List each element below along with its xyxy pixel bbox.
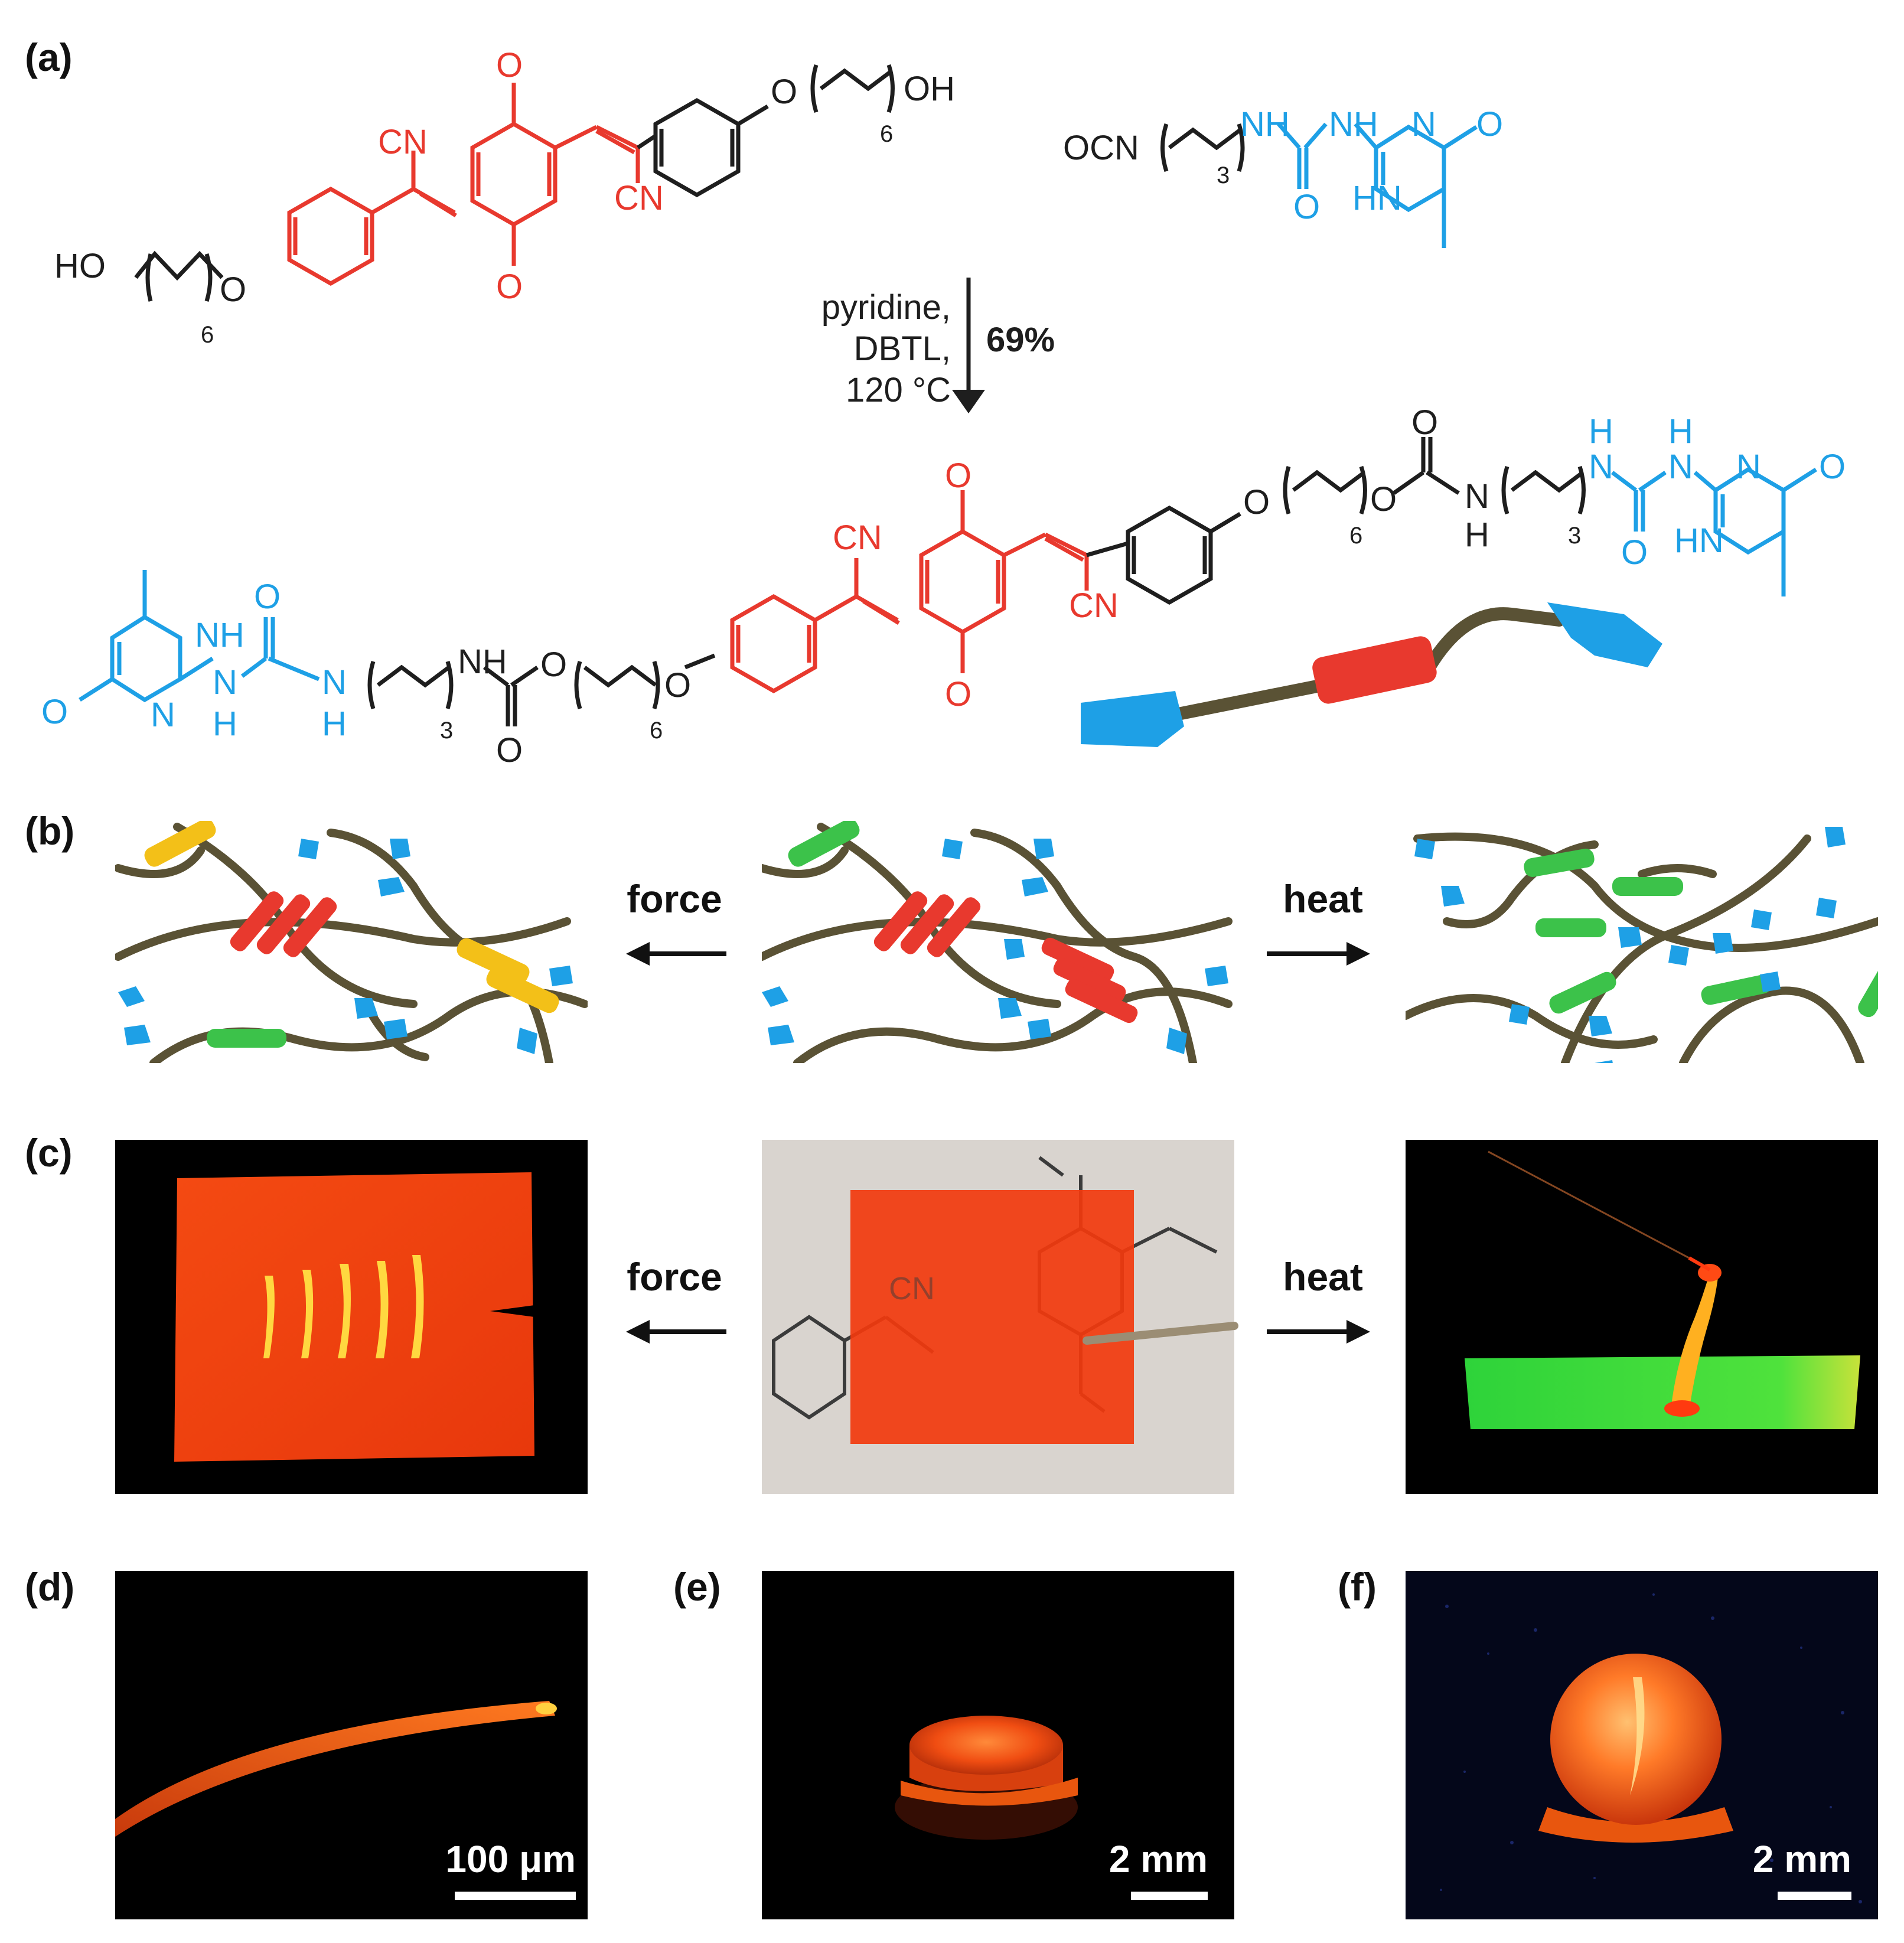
panel-label-b: (b) [25, 809, 74, 853]
reactant-labels: HO O 6 CN O O CN O OH 6 [54, 46, 955, 348]
p-label-sub6-left: 6 [650, 718, 663, 744]
label-o-right: O [771, 73, 797, 111]
scalebar-label-f: 2 mm [1753, 1838, 1851, 1880]
label-ocn: OCN [1063, 129, 1139, 167]
p-label-sub3-left: 3 [440, 718, 453, 744]
panel-label-a: (a) [25, 35, 73, 79]
photo-c-right [1406, 1140, 1878, 1494]
reagent-upy: OCN 3 NH NH O N HN O [1063, 105, 1503, 248]
cartoon-red-core [1312, 636, 1437, 704]
network-left [115, 821, 588, 1063]
label-o-urea: O [1293, 188, 1320, 226]
label-cn-right: CN [614, 179, 664, 217]
reaction-condition-1: pyridine, [821, 288, 951, 327]
label-heat-c: heat [1283, 1255, 1363, 1299]
needle [1083, 1322, 1238, 1345]
reaction-arrow [952, 278, 985, 413]
label-sub6-right: 6 [880, 121, 893, 147]
green-substrate [1465, 1355, 1860, 1429]
panel-label-f: (f) [1338, 1565, 1377, 1609]
network-right [1406, 827, 1878, 1063]
label-heat-b: heat [1283, 877, 1363, 921]
arrow-force-b [626, 942, 726, 966]
photo-d-fiber: 100 μm [115, 1571, 588, 1919]
scalebar-label-d: 100 μm [445, 1838, 576, 1880]
p-label-n-ring-left: N [151, 696, 175, 734]
p-label-cn-left: CN [833, 519, 882, 557]
p-label-o-urea-right: O [1621, 533, 1648, 572]
product-cartoon [1081, 602, 1662, 747]
p-label-o-urea-left: O [254, 578, 281, 616]
p-label-o-ring-left: O [41, 693, 68, 731]
photo-f-dome: 2 mm [1406, 1571, 1878, 1919]
p-label-n-urea-left-1: N [213, 663, 237, 702]
p-label-sub6-right: 6 [1349, 523, 1362, 549]
arrow-force-c [626, 1320, 726, 1344]
photo-e-disk: 2 mm [762, 1571, 1234, 1919]
p-label-cn-right: CN [1069, 586, 1119, 625]
panel-label-d: (d) [25, 1565, 74, 1609]
label-o-left: O [220, 270, 246, 309]
panel-label-e: (e) [673, 1565, 721, 1609]
label-hn-ring: HN [1352, 179, 1402, 217]
p-label-o-ether-right: O [1243, 483, 1270, 521]
p-label-h-urea-right-1: H [1589, 412, 1613, 451]
label-ho: HO [54, 247, 106, 285]
p-label-h-urea-left-1: H [213, 705, 237, 743]
p-label-nh-carbamate-left: NH [458, 643, 507, 681]
cartoon-blue-end-right [1547, 602, 1662, 667]
label-methoxy-top: O [496, 46, 523, 84]
p-label-sub3-right: 3 [1568, 523, 1581, 549]
label-nh-2: NH [1329, 105, 1378, 144]
product-molecule [79, 437, 1817, 726]
film-damaged [174, 1172, 534, 1462]
label-o-ring: O [1476, 105, 1503, 144]
p-label-o-ester-left: O [540, 646, 567, 684]
p-label-h-carbamate-right: H [1465, 516, 1489, 554]
label-force-c: force [627, 1255, 722, 1299]
label-nh-1: NH [1240, 105, 1290, 144]
p-label-n-urea-left-2: N [322, 663, 347, 702]
label-force-b: force [627, 877, 722, 921]
reaction-yield: 69% [986, 321, 1055, 359]
p-label-o-ester-right: O [1370, 480, 1397, 519]
photo-c-left [115, 1140, 588, 1494]
p-label-o-carbamate-right: O [1411, 403, 1438, 442]
reactant-chromophore [134, 64, 895, 302]
p-label-o-ring-right: O [1819, 448, 1846, 486]
label-sub6-left: 6 [201, 322, 214, 348]
p-label-n-ring-right: N [1736, 448, 1761, 486]
p-label-n-urea-right-2: N [1668, 448, 1693, 486]
stress-marks [263, 1255, 424, 1358]
p-label-hn-ring-right: HN [1674, 521, 1724, 560]
label-methoxy-bottom: O [496, 268, 523, 306]
photo-c-middle: CN [762, 1140, 1238, 1494]
arrow-heat-b [1267, 942, 1370, 966]
p-label-nh-ring: NH [195, 616, 244, 654]
paper-label-cn: CN [889, 1271, 935, 1306]
label-cn-left: CN [378, 123, 428, 161]
p-label-o-carbamate-left: O [496, 731, 523, 770]
cartoon-blue-end-left [1081, 691, 1184, 747]
label-n-ring: N [1411, 105, 1436, 144]
p-label-o-ether-left: O [664, 666, 691, 705]
label-sub3-reagent: 3 [1217, 162, 1230, 188]
label-oh: OH [904, 70, 955, 108]
reaction-condition-3: 120 °C [846, 371, 951, 409]
p-label-h-urea-left-2: H [322, 705, 347, 743]
scalebar-label-e: 2 mm [1109, 1838, 1208, 1880]
p-label-methoxy-top: O [945, 457, 971, 495]
panel-label-c: (c) [25, 1131, 73, 1175]
p-label-h-urea-right-2: H [1668, 412, 1693, 451]
p-label-n-urea-right-1: N [1589, 448, 1613, 486]
p-label-n-carbamate-right: N [1465, 477, 1489, 516]
reaction-condition-2: DBTL, [854, 330, 951, 368]
network-middle [762, 821, 1233, 1063]
film-pristine [850, 1190, 1134, 1444]
arrow-heat-c [1267, 1320, 1370, 1344]
product-labels: NH O N O N H N H 3 NH O O 6 O CN O O CN … [41, 403, 1846, 770]
p-label-methoxy-bottom: O [945, 675, 971, 713]
